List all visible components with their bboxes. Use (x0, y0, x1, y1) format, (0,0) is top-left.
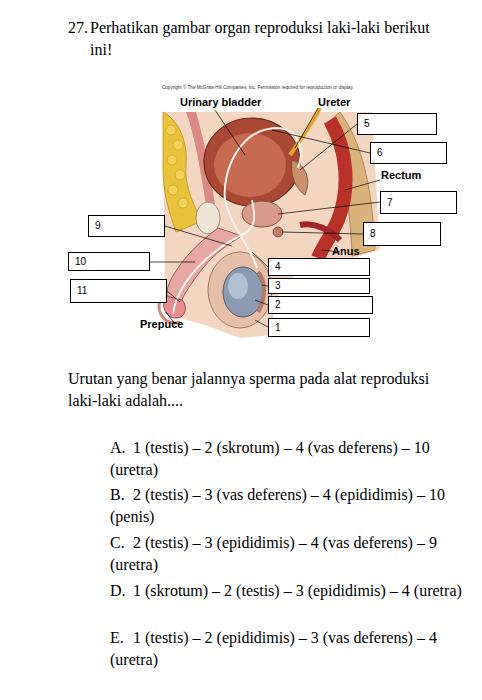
scrotum (208, 252, 272, 328)
option-text: 1 (skrotum) – 2 (testis) – 3 (epididimis… (133, 582, 462, 599)
vas-deferens (225, 128, 301, 268)
option-letter: D. (110, 580, 133, 602)
question-text: Perhatikan gambar organ reproduksi laki-… (90, 17, 445, 61)
label-box: 7 (380, 191, 457, 214)
callout-number: 2 (275, 299, 281, 311)
question-text: Urutan yang benar jalannya sperma pada a… (68, 368, 458, 412)
answer-option: C.2 (testis) – 3 (epididimis) – 4 (vas d… (110, 532, 462, 576)
bulbourethral-gland (273, 227, 283, 237)
label-box: 3 (268, 278, 370, 294)
question-number: 27. (68, 17, 88, 39)
option-text: 1 (testis) – 2 (epididimis) – 3 (vas def… (110, 629, 437, 668)
option-letter: E. (110, 627, 133, 649)
label-box: 2 (268, 296, 373, 314)
anal-sphincter (300, 224, 340, 240)
fat-lobules (166, 125, 188, 208)
part-name: Prepuce (140, 318, 183, 331)
label-box: 10 (68, 252, 150, 271)
testis-highlight (228, 273, 248, 299)
part-name: Anus (332, 245, 360, 258)
option-letter: A. (110, 437, 133, 459)
label-box: 8 (363, 222, 441, 246)
label-box: 4 (268, 258, 370, 276)
part-name: Urinary bladder (180, 96, 261, 109)
callout-number: 5 (364, 118, 370, 130)
label-box: 6 (370, 142, 447, 164)
label-box: 5 (357, 113, 437, 135)
callout-number: 6 (377, 147, 383, 159)
option-letter: C. (110, 532, 133, 554)
urinary-bladder (204, 118, 300, 206)
callout-number: 7 (387, 197, 393, 209)
callout-number: 3 (275, 280, 281, 292)
label-box: 9 (88, 215, 165, 237)
callout-number: 10 (75, 256, 86, 268)
option-text: 1 (testis) – 2 (skrotum) – 4 (vas defere… (110, 439, 430, 478)
answer-option: B.2 (testis) – 3 (vas deferens) – 4 (epi… (110, 484, 462, 528)
testis (223, 267, 263, 317)
body-tissue (163, 112, 380, 338)
label-box: 11 (70, 279, 167, 303)
prostate-gland (242, 201, 282, 227)
callout-number: 8 (370, 228, 376, 240)
callout-number: 4 (275, 261, 281, 273)
option-text: 2 (testis) – 3 (vas deferens) – 4 (epidi… (110, 486, 445, 525)
epididymis (258, 272, 264, 312)
answer-option: D.1 (skrotum) – 2 (testis) – 3 (epididim… (110, 580, 462, 602)
option-letter: B. (110, 484, 133, 506)
callout-number: 1 (275, 322, 281, 334)
callout-number: 11 (77, 285, 87, 297)
option-text: 2 (testis) – 3 (epididimis) – 4 (vas def… (110, 534, 437, 573)
part-name: Ureter (318, 96, 350, 109)
part-name: Rectum (381, 169, 421, 182)
copyright-note: Copyright © The McGraw-Hill Companies, I… (162, 85, 354, 91)
answer-option: E.1 (testis) – 2 (epididimis) – 3 (vas d… (110, 627, 462, 671)
ureter (290, 108, 320, 155)
callout-number: 9 (95, 220, 101, 232)
leader-lines (150, 108, 380, 327)
label-box: 1 (268, 318, 370, 337)
answer-option: A.1 (testis) – 2 (skrotum) – 4 (vas defe… (110, 437, 462, 481)
